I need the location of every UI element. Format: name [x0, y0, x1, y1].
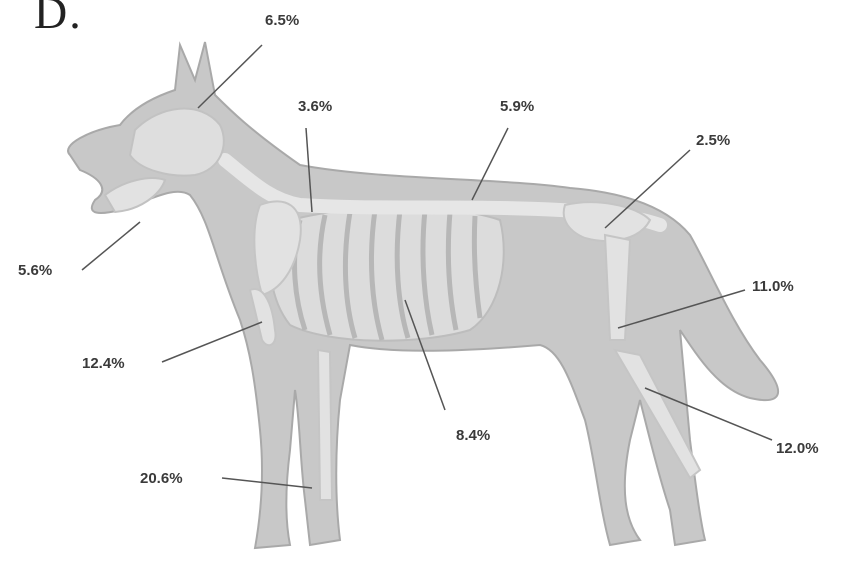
label-head-percent: 6.5%: [265, 12, 299, 29]
label-neck-percent: 3.6%: [298, 98, 332, 115]
label-muzzle-percent: 5.6%: [18, 262, 52, 279]
femur: [605, 235, 630, 340]
label-shoulder-percent: 12.4%: [82, 355, 125, 372]
label-foreleg-percent: 20.6%: [140, 470, 183, 487]
foreleg-bones: [318, 350, 332, 500]
label-trunk-percent: 8.4%: [456, 427, 490, 444]
label-pelvis-percent: 2.5%: [696, 132, 730, 149]
rib-cage: [270, 207, 504, 340]
label-hindleg-percent: 12.0%: [776, 440, 819, 457]
label-back-percent: 5.9%: [500, 98, 534, 115]
label-thigh-percent: 11.0%: [752, 278, 794, 295]
